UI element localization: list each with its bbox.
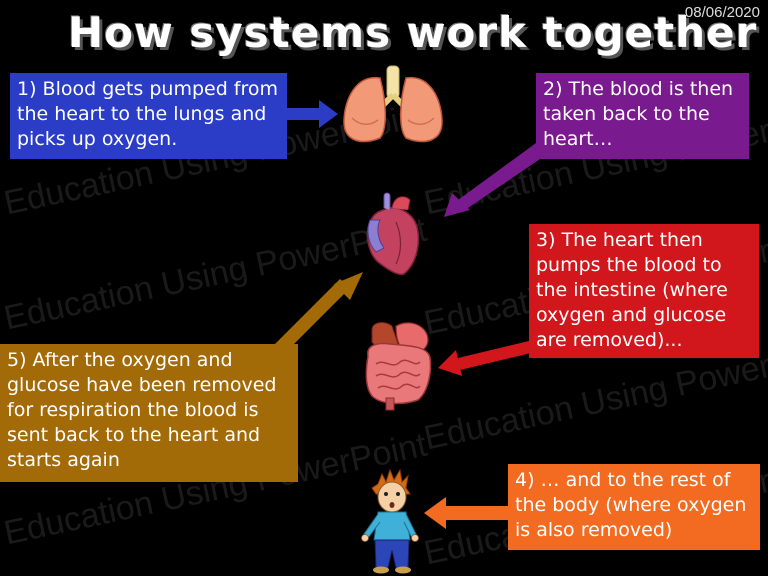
arrow-step1 (287, 100, 338, 128)
intestine-icon (365, 322, 432, 411)
step5-box: 5) After the oxygen and glucose have bee… (0, 344, 298, 482)
arrow-step3 (438, 341, 531, 376)
step1-box: 1) Blood gets pumped from the heart to t… (10, 73, 287, 159)
heart-icon (366, 192, 420, 276)
person-icon (361, 468, 419, 574)
step4-box: 4) … and to the rest of the body (where … (508, 464, 760, 550)
slide-date: 08/06/2020 (684, 4, 760, 21)
arrow-step5 (272, 272, 363, 356)
lungs-icon (343, 65, 443, 143)
step3-box: 3) The heart then pumps the blood to the… (529, 224, 759, 358)
slide-title: How systems work together (68, 8, 758, 57)
step2-box: 2) The blood is then taken back to the h… (536, 73, 749, 159)
arrow-step4 (424, 497, 508, 529)
arrow-step2 (444, 143, 546, 217)
